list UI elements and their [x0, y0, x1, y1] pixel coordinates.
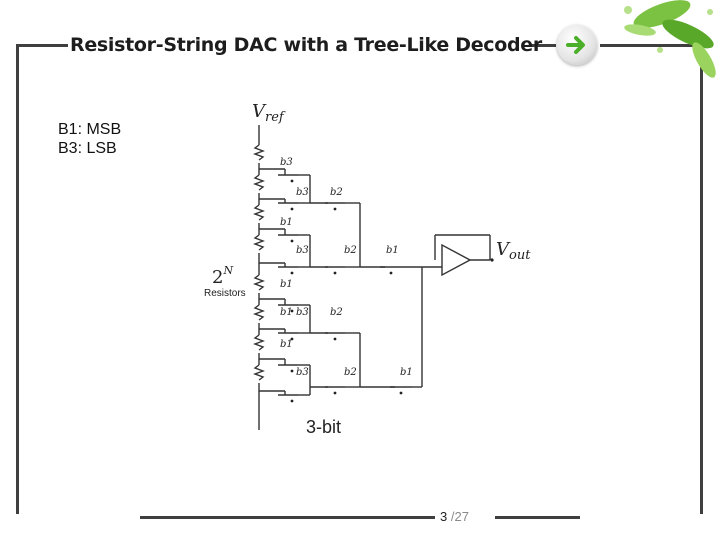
vref-label: Vref — [252, 101, 286, 125]
switch-label: b3 — [296, 367, 309, 378]
frame-left-line — [16, 44, 19, 514]
switch-label: b1 — [280, 217, 293, 228]
frame-bottom-right-line — [495, 516, 580, 519]
switch-label: b3 — [296, 245, 309, 256]
switch-label: b3 — [296, 307, 309, 318]
frame-top-left-line — [16, 44, 68, 47]
circuit-caption: 3-bit — [306, 417, 341, 437]
switch-label: b1 — [280, 279, 293, 290]
switch-label: b3 — [280, 157, 293, 168]
page-current: 3 — [440, 509, 448, 524]
resistors-caption: Resistors — [204, 288, 246, 299]
vout-label: Vout — [496, 239, 531, 263]
resistor-string-dac-circuit: Vref Vout 2N Resistors b3 b3 b2 b1 b1 b3… — [204, 101, 531, 437]
bit-order-notes: B1: MSB B3: LSB — [58, 120, 121, 158]
page-number: 3 /27 — [440, 509, 469, 524]
slide-title: Resistor-String DAC with a Tree-Like Dec… — [70, 34, 542, 56]
frame-top-right-line — [530, 44, 556, 47]
note-lsb: B3: LSB — [58, 140, 117, 157]
frame-top-right-line-2 — [600, 44, 700, 47]
switch-label: b1 — [386, 245, 399, 256]
switch-label: b1 — [280, 307, 293, 318]
page-total: 27 — [454, 509, 469, 524]
switch-label: b2 — [330, 307, 343, 318]
note-msb: B1: MSB — [58, 121, 122, 138]
switch-label: b1 — [280, 339, 293, 350]
next-slide-button[interactable] — [557, 25, 597, 65]
switch-label: b2 — [330, 187, 343, 198]
frame-right-line — [700, 44, 703, 514]
switch-label: b3 — [296, 187, 309, 198]
switch-label: b1 — [400, 367, 413, 378]
arrow-right-icon — [566, 36, 585, 54]
switch-label: b2 — [344, 245, 357, 256]
green-leaves-decoration — [624, 0, 716, 78]
frame-bottom-left-line — [140, 516, 435, 519]
resistor-count-label: 2N — [212, 264, 233, 288]
switch-label: b2 — [344, 367, 357, 378]
page-separator: / — [450, 509, 455, 524]
